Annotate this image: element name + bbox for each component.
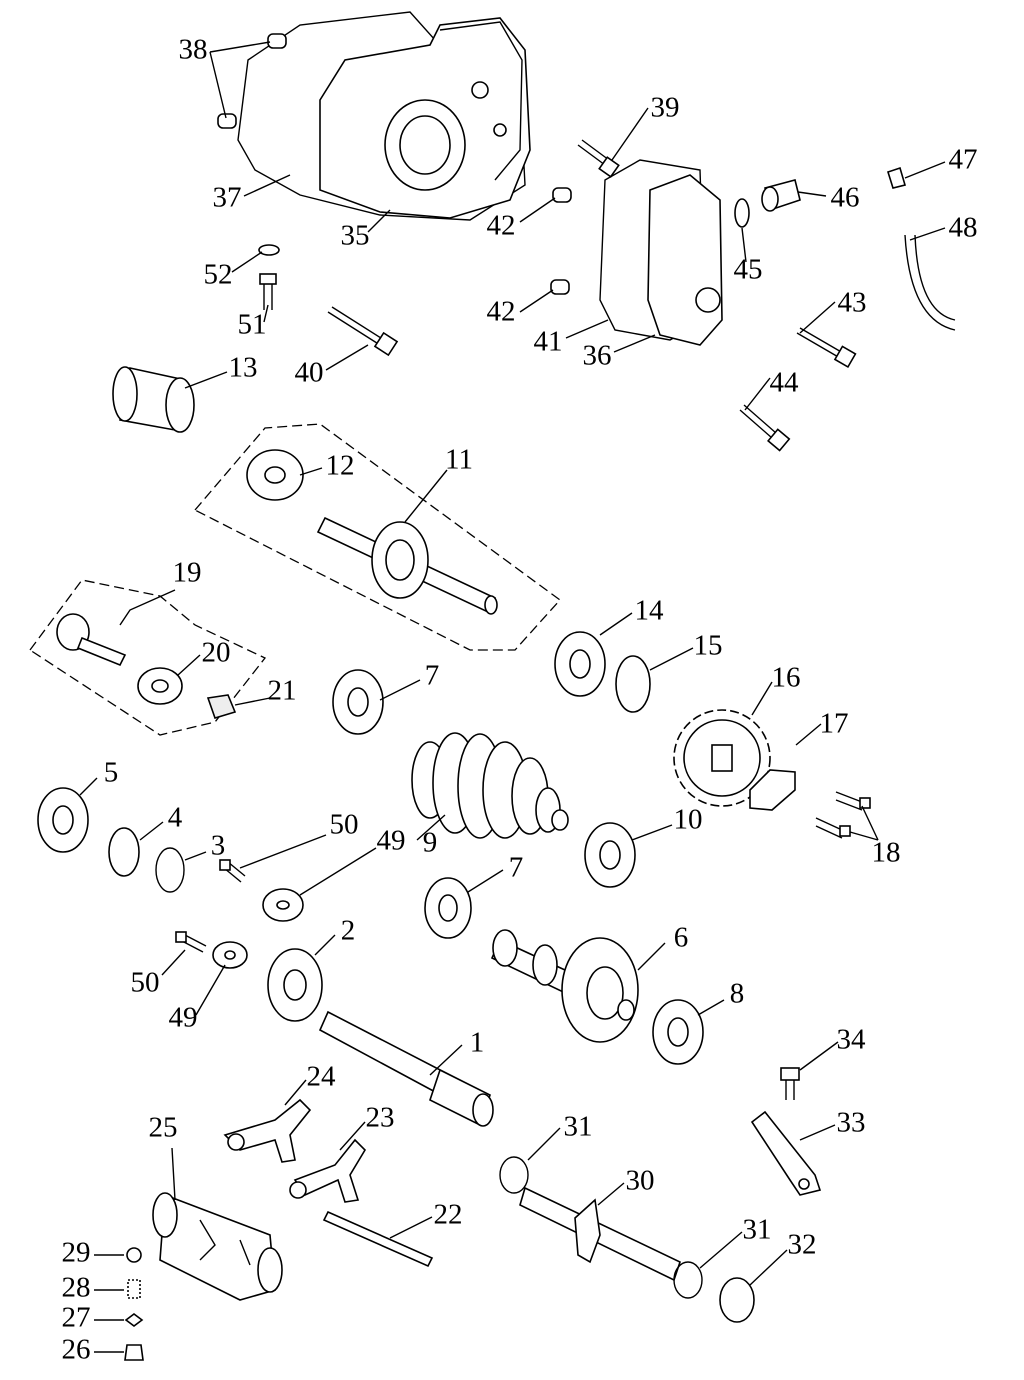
part-label: 16 bbox=[772, 662, 801, 694]
part-label: 7 bbox=[425, 660, 440, 692]
part-label: 32 bbox=[788, 1229, 817, 1261]
pin-assembly-group bbox=[29, 579, 267, 736]
part-label: 50 bbox=[131, 967, 160, 999]
part-label: 7 bbox=[509, 852, 524, 884]
part-label: 41 bbox=[534, 326, 563, 358]
part-label: 52 bbox=[204, 259, 233, 291]
part-label: 13 bbox=[229, 352, 258, 384]
part-label: 12 bbox=[326, 450, 355, 482]
part-label: 10 bbox=[674, 804, 703, 836]
part-label: 39 bbox=[651, 92, 680, 124]
part-label: 31 bbox=[743, 1214, 772, 1246]
part-label: 22 bbox=[434, 1199, 463, 1231]
part-label: 49 bbox=[169, 1002, 198, 1034]
part-label: 36 bbox=[583, 340, 612, 372]
part-label: 33 bbox=[837, 1107, 866, 1139]
mainshaft-part bbox=[318, 1010, 494, 1127]
part-label: 9 bbox=[423, 827, 438, 859]
part-label: 1 bbox=[470, 1027, 485, 1059]
part-label: 6 bbox=[674, 922, 689, 954]
part-label: 15 bbox=[694, 630, 723, 662]
part-label: 38 bbox=[179, 34, 208, 66]
shift-drum-part bbox=[152, 1192, 283, 1301]
shift-fork-parts bbox=[223, 1098, 434, 1268]
part-label: 14 bbox=[635, 595, 665, 627]
part-label: 20 bbox=[202, 637, 231, 669]
part-label: 5 bbox=[104, 757, 119, 789]
part-label: 11 bbox=[445, 444, 473, 476]
side-cover-part bbox=[599, 159, 956, 346]
part-label: 23 bbox=[366, 1102, 395, 1134]
part-label: 49 bbox=[377, 825, 406, 857]
part-label: 46 bbox=[831, 182, 860, 214]
bolt-parts bbox=[175, 139, 871, 1100]
part-label: 34 bbox=[837, 1024, 867, 1056]
shaft-assembly-group bbox=[193, 423, 561, 651]
part-label: 3 bbox=[211, 830, 226, 862]
part-label: 47 bbox=[949, 144, 978, 176]
shift-arm-part bbox=[750, 1110, 822, 1196]
part-label: 37 bbox=[213, 182, 242, 214]
part-label: 28 bbox=[62, 1272, 91, 1304]
part-label: 2 bbox=[341, 915, 356, 947]
gear-cluster-part bbox=[411, 732, 569, 839]
part-label: 44 bbox=[770, 367, 800, 399]
part-label: 50 bbox=[330, 809, 359, 841]
part-labels: 38 39 47 46 48 37 35 42 45 52 42 43 51 4… bbox=[62, 34, 978, 1366]
leader-lines bbox=[79, 41, 946, 1353]
shift-shaft-part bbox=[499, 1156, 755, 1323]
sleeve-part bbox=[112, 366, 195, 433]
part-label: 17 bbox=[820, 708, 849, 740]
part-label: 19 bbox=[173, 557, 202, 589]
part-label: 8 bbox=[730, 978, 745, 1010]
part-label: 48 bbox=[949, 212, 978, 244]
part-label: 24 bbox=[307, 1061, 337, 1093]
part-label: 43 bbox=[838, 287, 867, 319]
part-label: 4 bbox=[168, 802, 183, 834]
small-detent-parts bbox=[124, 1247, 144, 1361]
dowel-pin-parts bbox=[217, 33, 572, 295]
sprocket-part bbox=[673, 709, 796, 811]
part-label: 40 bbox=[295, 357, 324, 389]
part-label: 31 bbox=[564, 1111, 593, 1143]
part-label: 27 bbox=[62, 1302, 91, 1334]
part-label: 35 bbox=[341, 220, 370, 252]
part-label: 26 bbox=[62, 1334, 91, 1366]
part-label: 42 bbox=[487, 296, 516, 328]
part-label: 30 bbox=[626, 1165, 655, 1197]
part-label: 18 bbox=[872, 837, 901, 869]
part-label: 42 bbox=[487, 210, 516, 242]
bearing-parts bbox=[37, 631, 704, 1065]
part-label: 51 bbox=[238, 309, 267, 341]
part-label: 29 bbox=[62, 1237, 91, 1269]
countershaft-part bbox=[490, 929, 639, 1043]
part-label: 45 bbox=[734, 254, 763, 286]
part-label: 25 bbox=[149, 1112, 178, 1144]
part-label: 21 bbox=[268, 675, 297, 707]
crankcase-cover-part bbox=[237, 11, 531, 221]
